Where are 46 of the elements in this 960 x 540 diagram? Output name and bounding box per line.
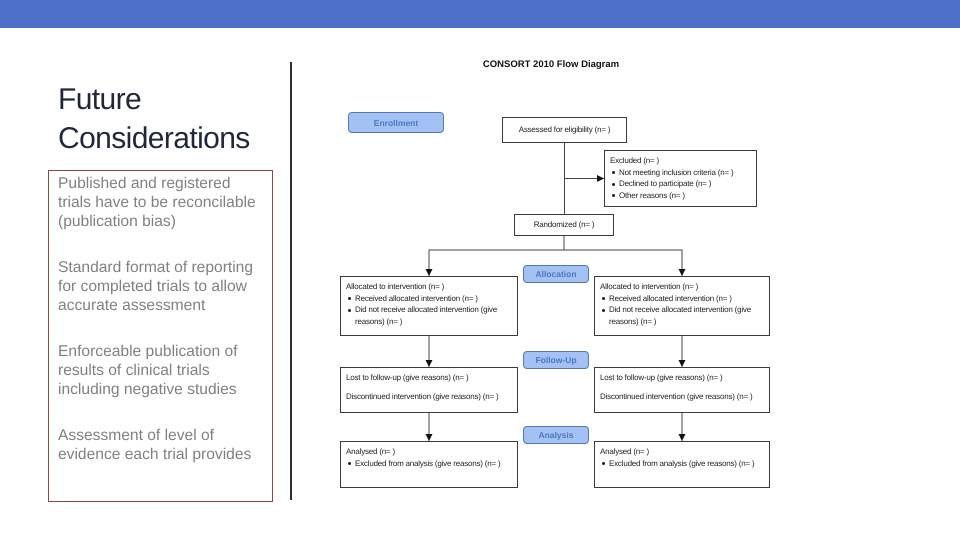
bullet-item: Excluded from analysis (give reasons) (n= ) [609,458,754,469]
phase-label: Allocation [523,265,589,283]
text-panel [48,170,273,502]
bullet-item: Did not receive allocated intervention (give reasons) (n= ) [355,304,498,327]
box-text: Assessed for eligibility (n= ) [518,124,610,136]
process-box [340,367,518,413]
bullet-item: Declined to participate (n= ) [619,178,712,190]
box-text: Lost to follow-up (give reasons) (n= ) [346,372,468,384]
bullet-item: Did not receive allocated intervention (give reasons) (n= ) [609,304,752,327]
connector-line [564,142,565,214]
figure-label: CONSORT 2010 Flow Diagram [482,59,620,70]
process-box [594,276,770,336]
slide-title: Future Considerations [58,82,251,157]
arrow [678,336,686,368]
paragraph: Standard format of reporting for completed trials to allow accurate assessment [58,258,254,315]
arrow [426,336,432,368]
process-box [340,276,518,336]
box-text: Lost to follow-up (give reasons) (n= ) [600,372,722,384]
process-box [594,367,770,413]
bullet-item: Received allocated intervention (n= ) [609,292,732,304]
box-text: Allocated to intervention (n= ) [600,281,698,292]
bullet-item: Received allocated intervention (n= ) [355,292,478,304]
bullet-item: Not meeting inclusion criteria (n= ) [619,166,734,178]
phase-label: Analysis [523,426,589,444]
paragraph: Enforceable publication of results of clinical trials including negative studies [58,342,238,399]
phase-label: Enrollment [348,112,444,133]
process-box [502,117,627,143]
box-text: Randomized (n= ) [534,219,594,231]
box-text: Excluded (n= ) [610,155,660,166]
arrow [564,236,686,276]
arrow [678,412,686,442]
bullet-item: Other reasons (n= ) [619,190,685,201]
box-text: Analysed (n= ) [600,446,650,458]
process-box [514,214,614,236]
box-text: Allocated to intervention (n= ) [346,281,444,292]
box-text: Discontinued intervention (give reasons) (n= ) [346,390,498,402]
process-box [340,441,518,488]
paragraph: Published and registered trials have to be reconcilable (publication bias) [58,174,257,231]
phase-label: Follow-Up [523,351,589,369]
process-box [604,150,757,207]
process-box [594,441,770,488]
arrow [426,412,432,442]
box-text: Discontinued intervention (give reasons) (n= ) [600,390,752,402]
box-text: Analysed (n= ) [346,446,396,458]
paragraph: Assessment of level of evidence each trial provides [58,426,252,464]
bullet-item: Excluded from analysis (give reasons) (n= ) [355,458,500,469]
